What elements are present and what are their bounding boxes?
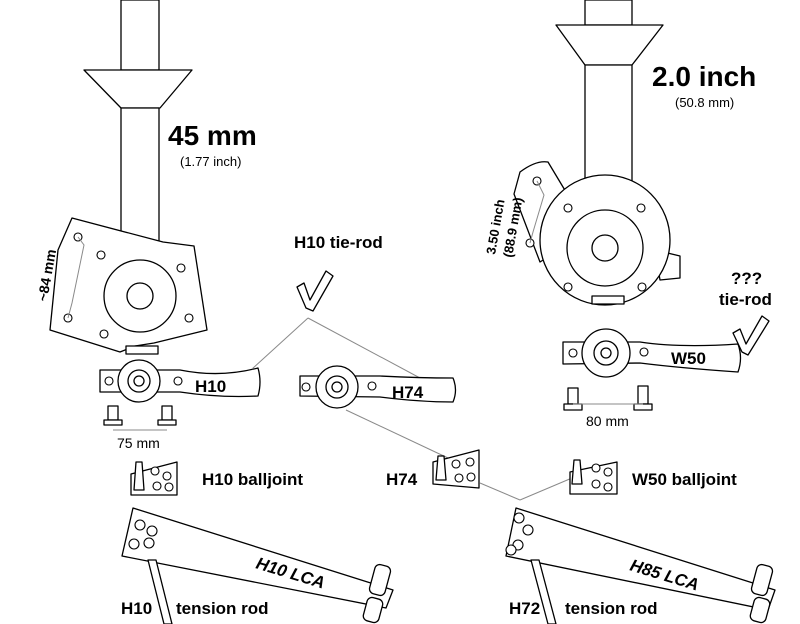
right-strut-spacing-alt: (50.8 mm) <box>675 95 734 110</box>
left-tension-rod-label: tension rod <box>176 599 269 618</box>
left-strut <box>83 0 193 249</box>
left-studs <box>103 405 177 431</box>
right-tierod-label-2: tie-rod <box>719 290 772 309</box>
right-steering-arm <box>562 328 742 378</box>
right-knuckle <box>513 161 681 306</box>
right-tierod <box>732 315 770 356</box>
left-steering-arm <box>99 359 261 403</box>
right-tension-rod-prefix: H72 <box>509 599 540 618</box>
right-arm-label: W50 <box>671 349 706 368</box>
left-arm-label: H10 <box>195 377 226 396</box>
left-knuckle <box>49 217 208 355</box>
left-strut-spacing: 45 mm <box>168 120 257 151</box>
right-studs <box>563 385 653 411</box>
right-tension-rod-label: tension rod <box>565 599 658 618</box>
right-lca <box>505 507 776 624</box>
right-strut-spacing: 2.0 inch <box>652 61 756 92</box>
middle-steering-arm <box>299 365 457 409</box>
left-stud-spacing: 75 mm <box>117 435 160 451</box>
left-strut-spacing-alt: (1.77 inch) <box>180 154 241 169</box>
middle-balljoint-label: H74 <box>386 470 418 489</box>
middle-balljoint <box>432 449 480 489</box>
right-stud-spacing: 80 mm <box>586 413 629 429</box>
middle-tierod <box>296 270 334 312</box>
middle-guide-lines <box>251 317 573 501</box>
middle-tierod-label: H10 tie-rod <box>294 233 383 252</box>
right-balljoint-label: W50 balljoint <box>632 470 737 489</box>
left-tension-rod-prefix: H10 <box>121 599 152 618</box>
left-balljoint-label: H10 balljoint <box>202 470 303 489</box>
right-balljoint <box>569 459 618 495</box>
left-balljoint <box>130 461 178 496</box>
right-tierod-label-1: ??? <box>731 269 762 288</box>
right-strut <box>555 0 664 186</box>
left-lca <box>121 507 394 624</box>
middle-arm-label: H74 <box>392 383 424 402</box>
